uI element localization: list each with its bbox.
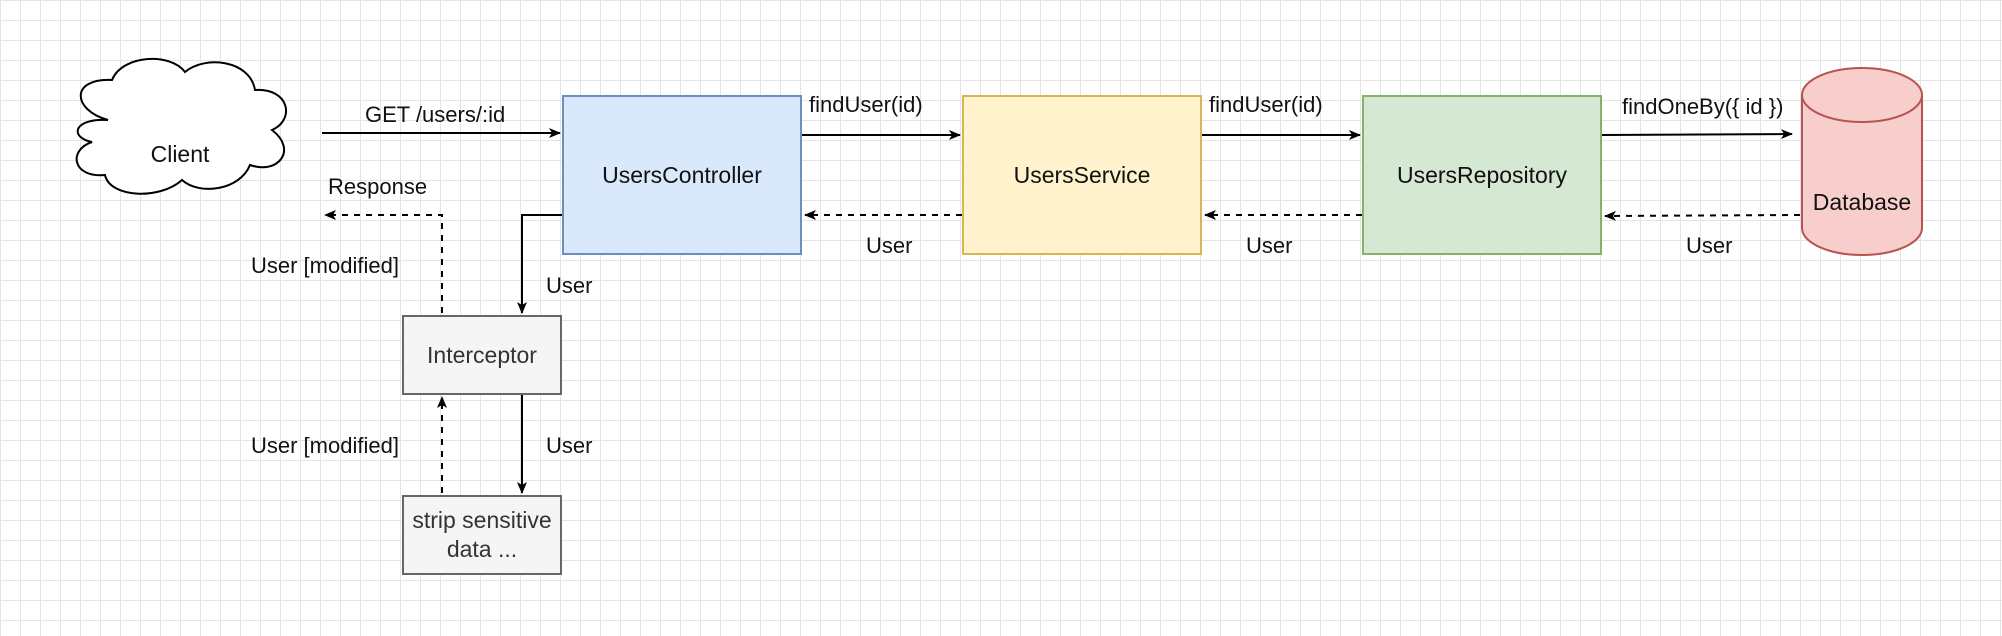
label-find-user-service: findUser(id)	[809, 92, 923, 117]
label-user-modified-strip: User [modified]	[251, 433, 399, 458]
database-cylinder-top	[1801, 67, 1923, 123]
database-cylinder-body[interactable]	[1801, 94, 1923, 256]
client-node-label[interactable]: Client	[150, 140, 210, 167]
label-get-request: GET /users/:id	[365, 102, 506, 127]
users-service-box[interactable]: UsersService	[962, 95, 1202, 255]
arrow-interceptor-response	[324, 210, 443, 313]
users-controller-box[interactable]: UsersController	[562, 95, 802, 255]
client-cloud-shape[interactable]	[75, 57, 288, 195]
label-user-modified-response: User [modified]	[251, 253, 399, 278]
label-find-one-by: findOneBy({ id })	[1622, 94, 1784, 119]
label-user-service-return: User	[866, 233, 913, 258]
arrow-repository-to-database	[1601, 129, 1793, 140]
arrow-controller-to-interceptor	[517, 214, 562, 314]
database-node-label[interactable]: Database	[1812, 188, 1912, 215]
strip-sensitive-data-box[interactable]: strip sensitive data ...	[402, 495, 562, 575]
label-user-database-return: User	[1686, 233, 1733, 258]
label-user-to-interceptor: User	[546, 273, 593, 298]
label-user-repository-return: User	[1246, 233, 1293, 258]
interceptor-box[interactable]: Interceptor	[402, 315, 562, 395]
label-response: Response	[328, 174, 428, 199]
arrow-database-return	[1604, 210, 1801, 221]
users-repository-box[interactable]: UsersRepository	[1362, 95, 1602, 255]
label-user-to-strip: User	[546, 433, 593, 458]
label-find-user-repository: findUser(id)	[1209, 92, 1323, 117]
